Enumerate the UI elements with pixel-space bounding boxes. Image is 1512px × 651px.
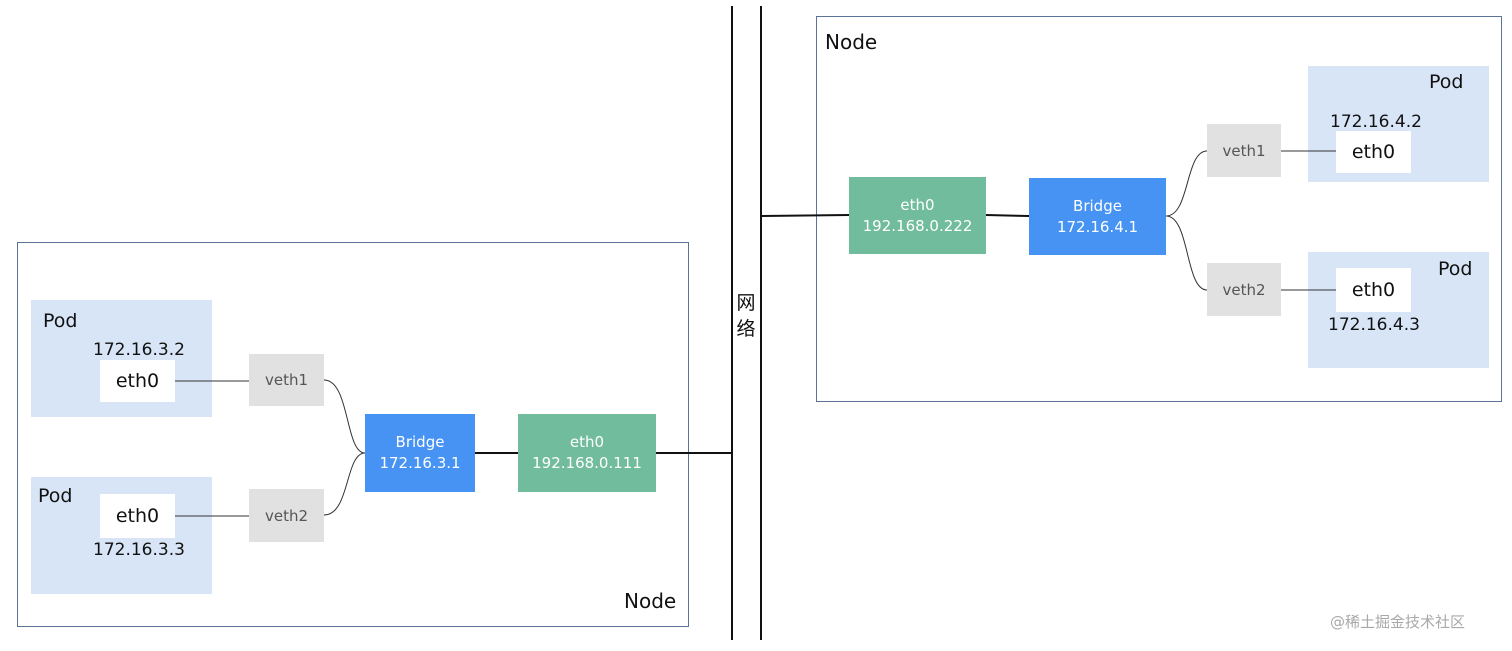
left-pod-2-title: Pod [38, 485, 73, 507]
right-eth0-label: eth0 [900, 195, 935, 214]
right-eth0-to-bridge-wire [985, 214, 1030, 217]
left-bridge-ip: 172.16.3.1 [379, 454, 461, 472]
left-veth2: veth2 [249, 489, 324, 542]
left-pod-2-ip: 172.16.3.3 [93, 540, 185, 560]
left-eth0-ip: 192.168.0.111 [532, 454, 642, 472]
left-bridge: Bridge 172.16.3.1 [365, 414, 475, 492]
right-veth1: veth1 [1207, 124, 1281, 177]
left-pod-1-title: Pod [43, 310, 78, 332]
watermark: @稀土掘金技术社区 [1330, 613, 1466, 631]
right-bridge-to-veth1-wire [1165, 150, 1208, 217]
left-eth0: eth0 192.168.0.111 [518, 414, 656, 492]
left-eth0-label: eth0 [569, 433, 605, 451]
right-node-label: Node [825, 30, 878, 54]
right-pod-1-ip: 172.16.4.2 [1330, 112, 1422, 132]
right-bridge: Bridge 172.16.4.1 [1029, 178, 1166, 255]
left-bridge-label: Bridge [395, 433, 445, 451]
right-network-to-eth0-wire [760, 214, 850, 217]
left-veth1-to-bridge-wire [323, 379, 366, 454]
right-eth0: eth0 192.168.0.222 [849, 177, 986, 254]
right-pod-2-eth0: eth0 [1336, 268, 1411, 312]
right-pod-1-title: Pod [1429, 71, 1464, 93]
left-veth2-to-bridge-wire [323, 452, 366, 516]
left-pod-1-eth0: eth0 [100, 360, 175, 402]
right-bridge-label: Bridge [1073, 196, 1122, 215]
right-bridge-ip: 172.16.4.1 [1056, 217, 1139, 236]
left-node-label: Node [624, 589, 677, 613]
network-label-char-2: 络 [736, 318, 756, 340]
right-pod-1-eth0: eth0 [1336, 131, 1411, 173]
left-pod-2-eth0: eth0 [100, 494, 175, 538]
right-eth0-ip: 192.168.0.222 [862, 216, 973, 235]
network-label-char-1: 网 [736, 292, 756, 314]
right-pod-2-ip: 172.16.4.3 [1328, 315, 1420, 335]
left-veth1: veth1 [249, 354, 324, 406]
right-veth2: veth2 [1207, 263, 1281, 316]
left-pod-1-ip: 172.16.3.2 [93, 340, 185, 360]
right-pod-2-title: Pod [1438, 258, 1473, 280]
right-bridge-to-veth2-wire [1165, 215, 1208, 291]
